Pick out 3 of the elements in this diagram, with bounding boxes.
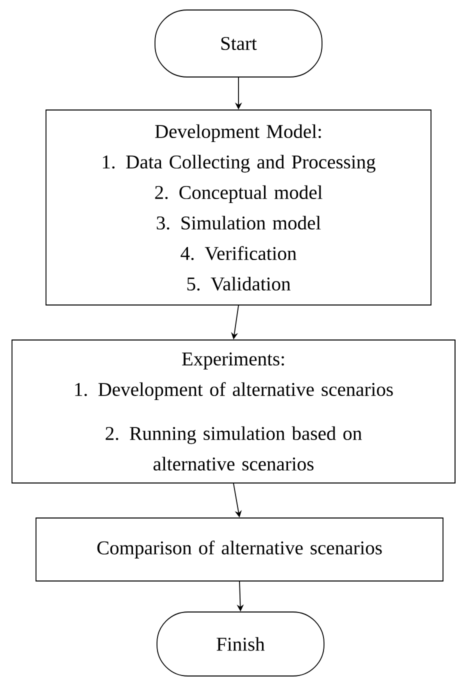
process-box: Development Model: 1. Data Collecting and Processing 2. Conceptual model 3. Simulation model 4. Verification 5. Validation: [46, 110, 432, 306]
process-box: Experiments: 1. Development of alternative scenarios 2. Running simulation based on alternative scenarios: [12, 340, 456, 484]
process-box: Comparison of alternative scenarios: [36, 518, 444, 582]
